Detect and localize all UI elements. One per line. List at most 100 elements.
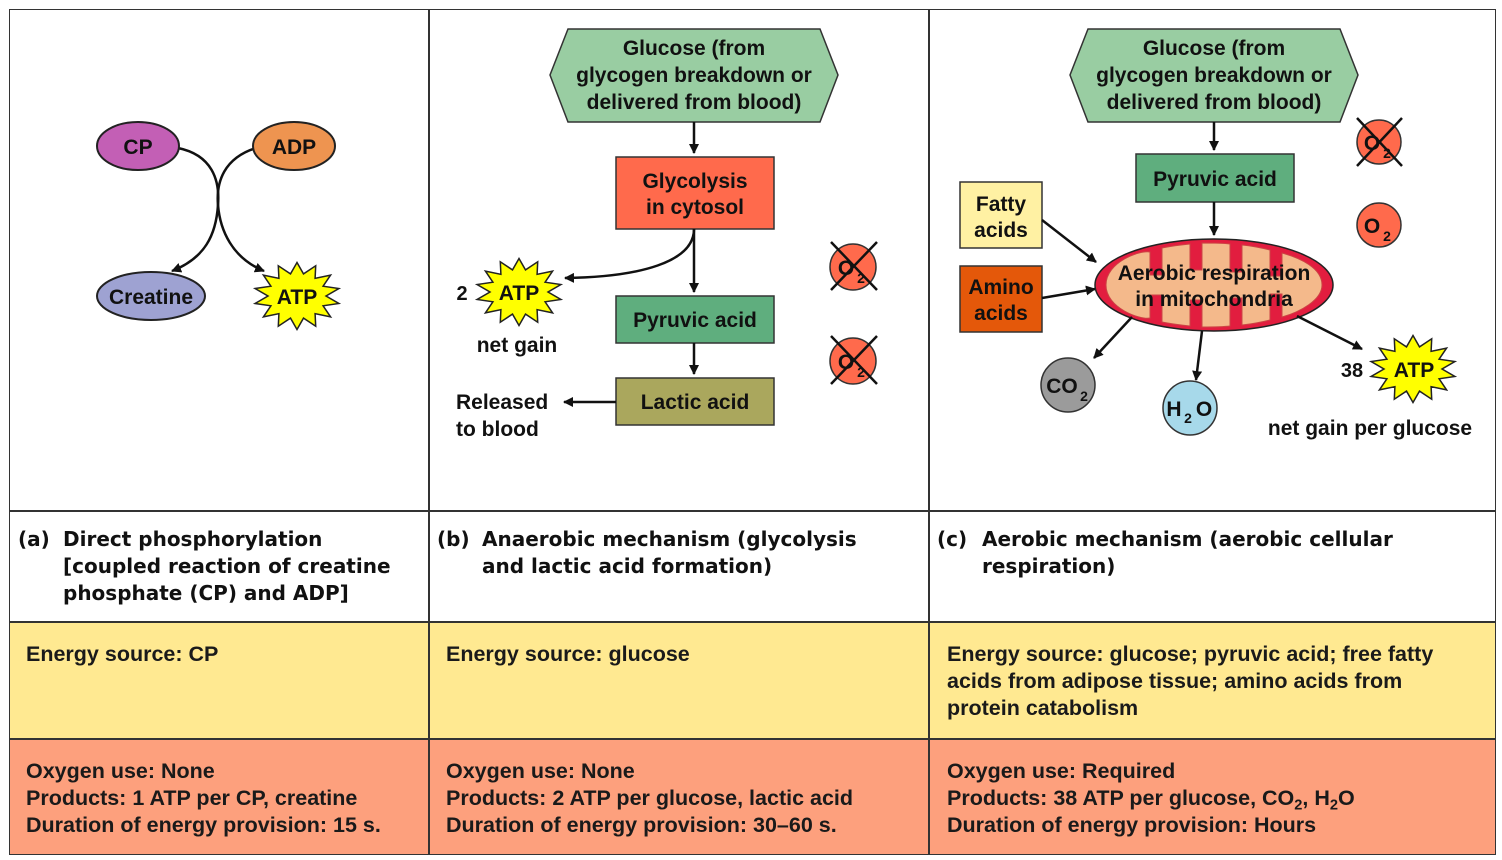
net-gain-label: net gain per glucose	[1268, 417, 1472, 440]
atp-burst-icon	[252, 260, 342, 332]
amino-to-mitochondria-arrow	[1041, 285, 1096, 300]
glycolysis-node	[615, 156, 775, 230]
svg-text:H: H	[1166, 398, 1181, 421]
caption-letter: (c)	[937, 527, 968, 551]
column-divider-2	[928, 9, 930, 855]
fatty-acids-label-line2: acids	[974, 219, 1028, 242]
svg-text:O: O	[1196, 398, 1212, 421]
column-divider-1	[428, 9, 430, 855]
released-label-line2: to blood	[456, 418, 539, 441]
glucose-label-line2: glycogen breakdown or	[1096, 64, 1332, 87]
amino-acids-label-line1: Amino	[968, 276, 1033, 299]
amino-acids-node	[959, 265, 1043, 333]
caption-line: and lactic acid formation)	[482, 554, 773, 578]
atp-burst-icon	[1368, 333, 1458, 405]
duration-text: Duration of energy provision: 30–60 s.	[446, 813, 837, 837]
products-text: Products: 1 ATP per CP, creatine	[26, 786, 358, 810]
energy-source-b: Energy source: glucose	[446, 641, 690, 668]
oxygen-icon: O 2	[1356, 202, 1402, 248]
atp-label: ATP	[1394, 359, 1434, 382]
mitochondria-to-co2-arrow	[1093, 316, 1133, 359]
caption-line: [coupled reaction of creatine	[63, 554, 391, 578]
mitochondria-label-line1: Aerobic respiration	[1118, 262, 1311, 285]
cp-to-creatine-arrow	[171, 146, 220, 273]
creatine-label: Creatine	[109, 286, 193, 309]
caption-letter: (a)	[18, 527, 50, 551]
caption-line: Aerobic mechanism (aerobic cellular	[982, 527, 1393, 551]
adp-label: ADP	[272, 136, 316, 159]
row-divider-diagram	[9, 510, 1496, 512]
co2-icon: CO 2	[1040, 357, 1096, 413]
row-divider-caption	[9, 621, 1496, 623]
svg-text:O: O	[1364, 215, 1380, 238]
row-divider-energy	[9, 738, 1496, 740]
fatty-acids-label-line1: Fatty	[976, 193, 1026, 216]
atp-count: 38	[1341, 360, 1363, 382]
no-oxygen-icon: O 2	[829, 241, 878, 291]
atp-count: 2	[456, 283, 467, 305]
adp-node	[252, 121, 336, 171]
pyruvic-acid-label: Pyruvic acid	[633, 309, 757, 332]
glycolysis-to-atp-arrow	[564, 228, 696, 283]
products-text: Products: 2 ATP per glucose, lactic acid	[446, 786, 854, 810]
adp-to-atp-arrow	[216, 146, 265, 273]
energy-source-text: Energy source: CP	[26, 642, 219, 666]
mitochondria-to-atp-arrow	[1296, 314, 1363, 351]
oxygen-use-text: Oxygen use: None	[26, 759, 215, 783]
creatine-node	[96, 271, 206, 321]
caption-c: (c) Aerobic mechanism (aerobic cellular …	[937, 526, 1494, 610]
glucose-node	[1069, 28, 1359, 123]
glycolysis-label-line1: Glycolysis	[642, 170, 747, 193]
atp-burst-icon	[474, 256, 564, 328]
svg-text:2: 2	[857, 364, 865, 380]
no-oxygen-icon: O 2	[829, 335, 878, 385]
panel-a-diagram: CP ADP Creatine ATP	[96, 121, 342, 332]
cp-label: CP	[123, 136, 152, 159]
energy-source-band	[9, 622, 1496, 739]
energy-source-text: Energy source: glucose; pyruvic acid; fr…	[947, 642, 1434, 666]
oxygen-use-band	[9, 739, 1496, 855]
lactic-acid-label: Lactic acid	[641, 391, 750, 414]
svg-text:2: 2	[1383, 228, 1391, 244]
oxygen-products-a: Oxygen use: None Products: 1 ATP per CP,…	[26, 758, 381, 839]
energy-source-text: protein catabolism	[947, 696, 1139, 720]
fatty-to-mitochondria-arrow	[1041, 219, 1097, 263]
svg-text:2: 2	[1080, 388, 1088, 404]
atp-label: ATP	[499, 282, 539, 305]
caption-line: Anaerobic mechanism (glycolysis	[482, 527, 857, 551]
caption-line: phosphate (CP) and ADP]	[63, 581, 349, 605]
mitochondria-label-line2: in mitochondria	[1135, 288, 1293, 311]
panel-c-diagram: Glucose (from glycogen breakdown or deli…	[959, 28, 1472, 440]
released-label-line1: Released	[456, 391, 548, 414]
caption-line: Direct phosphorylation	[63, 527, 323, 551]
svg-text:2: 2	[857, 270, 865, 286]
caption-line: respiration)	[982, 554, 1116, 578]
duration-text: Duration of energy provision: 15 s.	[26, 813, 381, 837]
mitochondria-to-h2o-arrow	[1192, 330, 1204, 381]
pyruvic-acid-label: Pyruvic acid	[1153, 168, 1277, 191]
amino-acids-label-line2: acids	[974, 302, 1028, 325]
duration-text: Duration of energy provision: Hours	[947, 813, 1317, 837]
svg-text:2: 2	[1184, 410, 1192, 426]
caption-b: (b) Anaerobic mechanism (glycolysis and …	[437, 526, 927, 610]
atp-label: ATP	[277, 286, 317, 309]
cp-node	[96, 121, 180, 171]
glucose-label-line3: delivered from blood)	[587, 91, 802, 114]
energy-source-a: Energy source: CP	[26, 641, 218, 668]
svg-text:2: 2	[1383, 145, 1391, 161]
caption-letter: (b)	[437, 527, 470, 551]
panel-b-diagram: Glucose (from glycogen breakdown or deli…	[456, 28, 878, 441]
caption-a: (a) Direct phosphorylation [coupled reac…	[18, 526, 426, 610]
glucose-node	[549, 28, 839, 123]
energy-source-text: Energy source: glucose	[446, 642, 690, 666]
products-text: Products: 38 ATP per glucose, CO2, H2O	[947, 786, 1355, 814]
fatty-acids-node	[959, 181, 1043, 249]
glucose-label-line1: Glucose (from	[1143, 37, 1285, 60]
svg-text:CO: CO	[1046, 375, 1078, 398]
glucose-label-line2: glycogen breakdown or	[576, 64, 812, 87]
oxygen-use-text: Oxygen use: None	[446, 759, 635, 783]
table-frame	[9, 9, 1496, 855]
oxygen-products-b: Oxygen use: None Products: 2 ATP per glu…	[446, 758, 853, 839]
no-oxygen-icon: O 2	[1356, 117, 1403, 167]
